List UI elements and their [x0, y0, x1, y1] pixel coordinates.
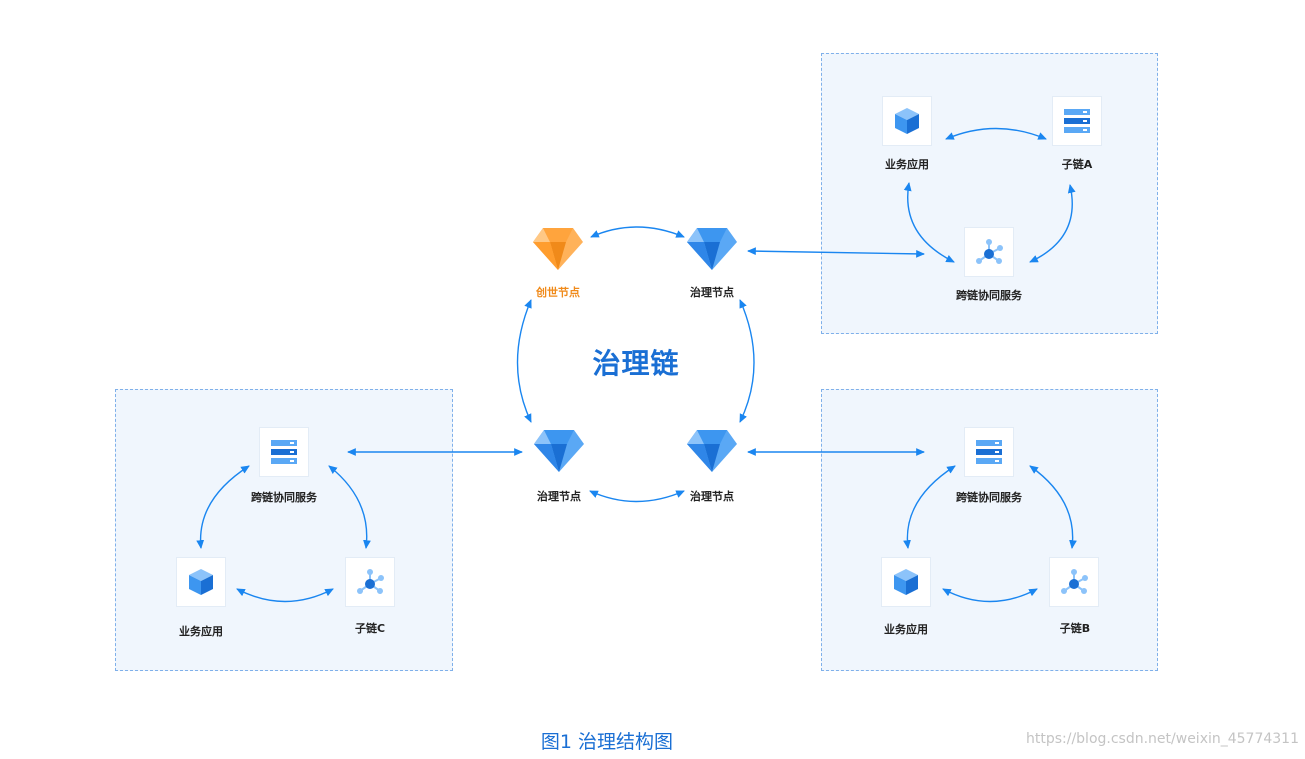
governance-node-bottom-left-label: 治理节点 — [537, 490, 581, 503]
cube-icon — [189, 569, 213, 595]
group-c-subchain-tile — [345, 557, 395, 607]
arrow-a-app-crosschain — [903, 182, 955, 263]
genesis-node — [533, 226, 583, 270]
network-nodes-icon — [1061, 569, 1088, 594]
network-nodes-icon — [976, 239, 1003, 264]
group-b-app-tile — [881, 557, 931, 607]
arrow-c-crosschain-subchain — [328, 465, 371, 549]
group-a-app-label: 业务应用 — [885, 158, 929, 171]
arrow-b-app-subchain — [942, 588, 1038, 603]
group-b-crosschain-label: 跨链协同服务 — [956, 491, 1022, 504]
group-b-app-label: 业务应用 — [884, 623, 928, 636]
watermark: https://blog.csdn.net/weixin_45774311 — [1025, 731, 1299, 747]
diamond-icon — [687, 228, 737, 270]
arrow-a-app-subchain — [945, 127, 1047, 140]
group-a-crosschain-tile — [964, 227, 1014, 277]
group-a-subchain-label: 子链A — [1061, 158, 1093, 171]
cube-icon — [895, 108, 919, 134]
arrow-a-subchain-crosschain — [1029, 184, 1076, 263]
arrow-genesis-gov-tr — [590, 226, 685, 238]
server-stack-icon — [1064, 109, 1090, 133]
arrow-b-crosschain-app — [903, 465, 956, 549]
arrow-genesis-gov-bl — [516, 299, 532, 423]
group-c-crosschain-tile — [259, 427, 309, 477]
arrow-b-crosschain-subchain — [1029, 465, 1077, 549]
governance-chain-title: 治理链 — [592, 347, 680, 380]
group-b-crosschain-tile — [964, 427, 1014, 477]
arrow-gov-bl-gov-br — [589, 490, 685, 503]
server-stack-icon — [271, 440, 297, 464]
governance-node-top-right-label: 治理节点 — [690, 286, 734, 299]
governance-node-bottom-right — [687, 428, 737, 472]
arrow-c-app-subchain — [236, 588, 334, 603]
genesis-node-label: 创世节点 — [536, 286, 580, 299]
diamond-icon — [687, 430, 737, 472]
diamond-icon — [533, 228, 583, 270]
arrow-c-crosschain-app — [196, 465, 250, 549]
arrow-gov-tr-group-a — [747, 247, 925, 258]
group-a-subchain-tile — [1052, 96, 1102, 146]
governance-node-top-right — [687, 226, 737, 270]
server-stack-icon — [976, 440, 1002, 464]
network-nodes-icon — [357, 569, 384, 594]
arrow-gov-tr-gov-br — [739, 299, 755, 423]
cube-icon — [894, 569, 918, 595]
governance-node-bottom-right-label: 治理节点 — [690, 490, 734, 503]
diamond-icon — [534, 430, 584, 472]
group-c-subchain-label: 子链C — [354, 622, 386, 635]
group-b-subchain-tile — [1049, 557, 1099, 607]
group-a-crosschain-label: 跨链协同服务 — [956, 289, 1022, 302]
group-c-crosschain-label: 跨链协同服务 — [251, 491, 317, 504]
group-c-app-label: 业务应用 — [179, 625, 223, 638]
group-b-subchain-label: 子链B — [1059, 622, 1091, 635]
group-c-app-tile — [176, 557, 226, 607]
figure-caption: 图1 治理结构图 — [540, 731, 674, 753]
group-a-app-tile — [882, 96, 932, 146]
governance-node-bottom-left — [534, 428, 584, 472]
